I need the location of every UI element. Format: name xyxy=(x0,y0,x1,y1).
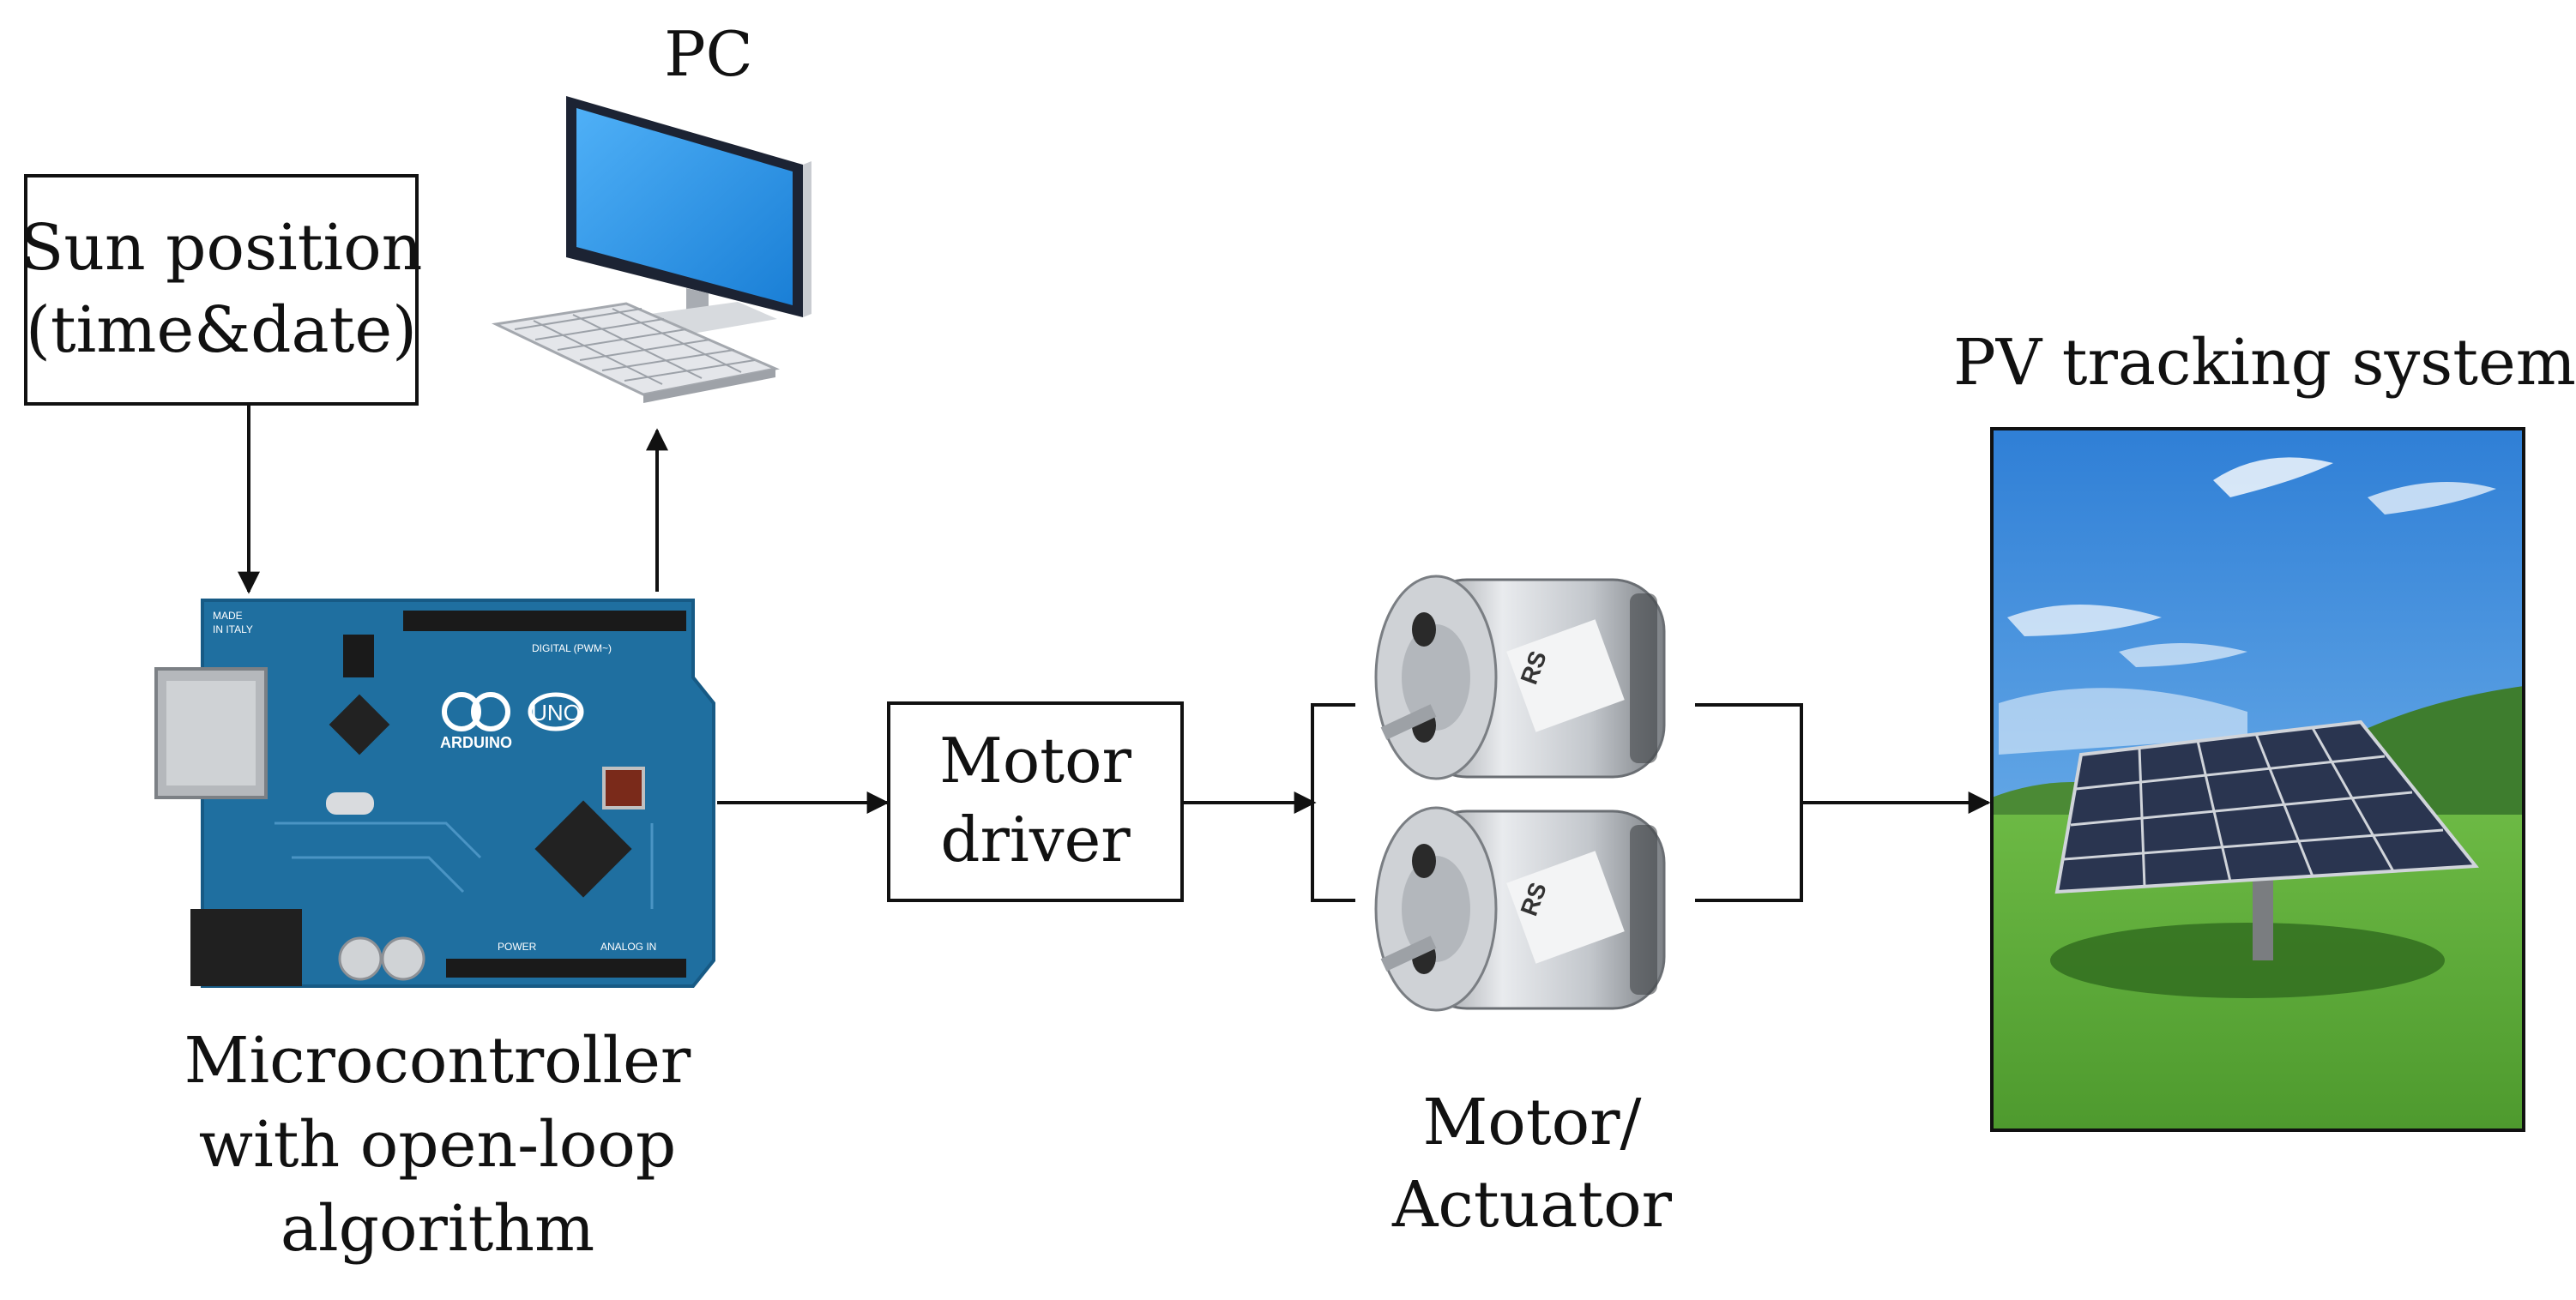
pv-system-photo xyxy=(1990,427,2525,1132)
motor-driver-label: Motor xyxy=(939,725,1131,797)
arduino-logo: UNO ARDUINO xyxy=(440,692,584,751)
pc-label: PC xyxy=(664,18,753,90)
sun-position-box xyxy=(24,174,419,406)
sun-position-sublabel: (time&date) xyxy=(26,293,417,367)
arduino-usb-chip xyxy=(329,694,390,755)
arduino-power-header xyxy=(446,959,686,978)
arduino-reset-button xyxy=(602,767,645,809)
motor-actuator-label-line1: Motor/ xyxy=(1423,1086,1642,1159)
arduino-capacitor xyxy=(381,936,425,981)
arduino-power-text: POWER xyxy=(498,941,537,953)
arduino-analog-text: ANALOG IN xyxy=(600,941,656,953)
dc-motor-bottom: RS xyxy=(1374,806,1666,1012)
arduino-capacitor xyxy=(338,936,383,981)
motor-driver-block: Motor driver xyxy=(887,701,1184,902)
pc-illustration: PC xyxy=(491,18,811,403)
sun-position-label: Sun position xyxy=(21,211,423,285)
motor-input-bracket xyxy=(1311,703,1355,902)
arduino-digital-text: DIGITAL (PWM~) xyxy=(532,642,612,654)
motor-actuator-label-line2: Actuator xyxy=(1391,1168,1673,1242)
pc-keyboard xyxy=(491,302,781,403)
arduino-italy-text: IN ITALY xyxy=(213,623,253,635)
pc-monitor-side xyxy=(803,161,811,317)
mcu-label-line1: Microcontroller xyxy=(184,1024,691,1098)
motor-output-bracket xyxy=(1695,703,1803,902)
arduino-board: UNO ARDUINO MADE IN ITALY DIGITAL (PWM~)… xyxy=(154,599,715,988)
arduino-crystal xyxy=(326,792,374,815)
motor-driver-box xyxy=(887,701,1184,902)
pc-monitor-screen xyxy=(576,108,793,305)
arduino-power-jack xyxy=(190,909,302,986)
pv-system-label: PV tracking system xyxy=(1953,326,2576,400)
sun-position-block: Sun position (time&date) xyxy=(21,174,423,406)
solar-panel-array xyxy=(2054,719,2479,894)
arduino-made-text: MADE xyxy=(213,610,243,622)
motor-driver-sublabel: driver xyxy=(940,803,1131,876)
dc-motor-top: RS xyxy=(1374,575,1666,780)
mcu-label-line2: with open-loop xyxy=(199,1108,676,1182)
arduino-model-text: UNO xyxy=(531,700,581,725)
arduino-digital-header xyxy=(403,611,686,631)
arduino-brand-text: ARDUINO xyxy=(440,734,512,751)
mcu-label-line3: algorithm xyxy=(281,1192,594,1266)
